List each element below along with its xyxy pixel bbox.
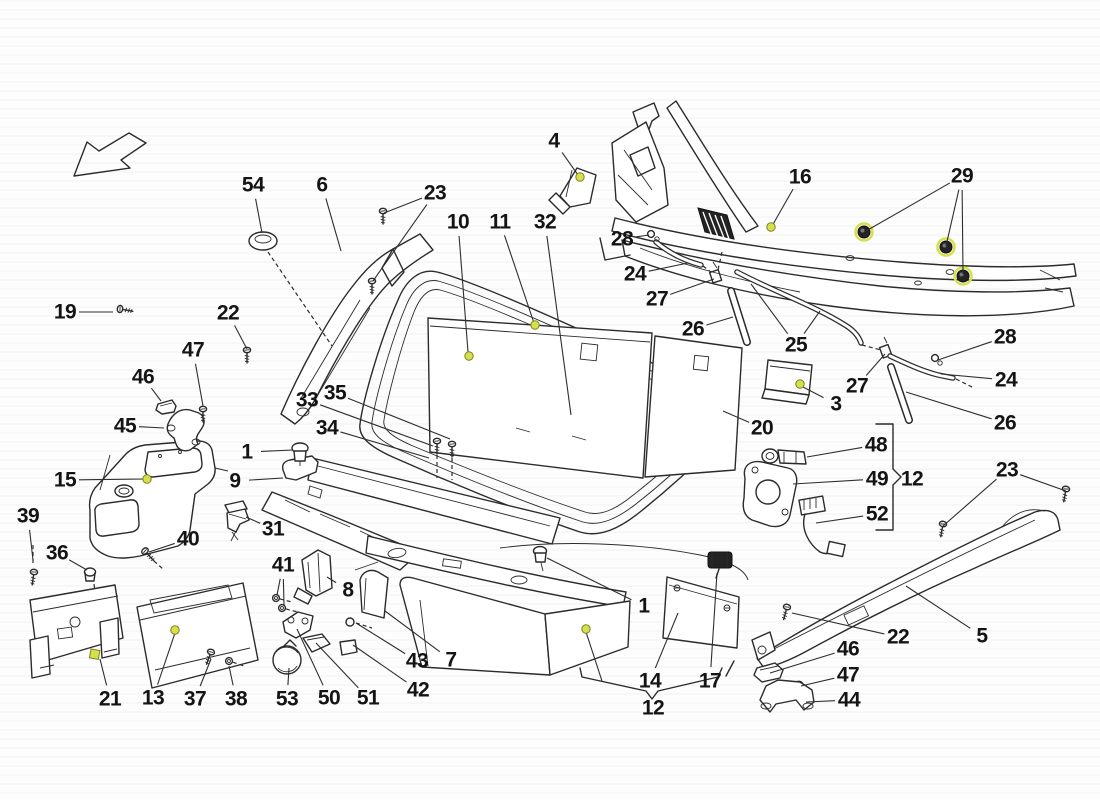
- callout-10[interactable]: 10: [446, 210, 470, 234]
- callout-21[interactable]: 21: [98, 687, 122, 711]
- callout-38[interactable]: 38: [224, 687, 248, 711]
- callout-46[interactable]: 46: [836, 637, 860, 661]
- grommet-part54: [249, 232, 277, 250]
- sill-trim-part5: [752, 485, 1071, 668]
- side-panel-part13: [137, 583, 258, 688]
- callout-1[interactable]: 1: [638, 594, 650, 618]
- callout-27[interactable]: 27: [645, 287, 669, 311]
- callout-50[interactable]: 50: [317, 686, 341, 710]
- callout-29[interactable]: 29: [950, 164, 974, 188]
- callout-49[interactable]: 49: [865, 467, 889, 491]
- lock-cylinder-part48: [762, 449, 806, 464]
- callout-26[interactable]: 26: [993, 411, 1017, 435]
- callout-19[interactable]: 19: [53, 300, 77, 324]
- brackets-7-42-43: [340, 562, 388, 655]
- callout-31[interactable]: 31: [261, 517, 285, 541]
- callout-11[interactable]: 11: [489, 210, 511, 234]
- callout-54[interactable]: 54: [241, 173, 265, 197]
- callout-35[interactable]: 35: [323, 381, 347, 405]
- knob-part1: [534, 547, 547, 572]
- group-brace-12-bottom: [580, 661, 734, 699]
- highlight-dots: [89, 173, 804, 660]
- callout-34[interactable]: 34: [315, 416, 339, 440]
- hose-clamp-28-left: [648, 231, 660, 242]
- microswitch-part52: [799, 496, 845, 557]
- callout-3[interactable]: 3: [830, 392, 842, 416]
- callout-25[interactable]: 25: [784, 333, 808, 357]
- callout-45[interactable]: 45: [113, 414, 137, 438]
- callout-12[interactable]: 12: [900, 467, 924, 491]
- battery-tray-part21: [30, 585, 123, 678]
- direction-arrow-icon: [74, 133, 146, 176]
- callout-53[interactable]: 53: [275, 687, 299, 711]
- callout-8[interactable]: 8: [342, 578, 354, 602]
- nut-part36: [85, 568, 98, 606]
- left-fasteners: [27, 207, 388, 606]
- callout-40[interactable]: 40: [176, 527, 200, 551]
- callout-52[interactable]: 52: [865, 502, 889, 526]
- callout-23[interactable]: 23: [995, 458, 1019, 482]
- drain-valve-27-left: [710, 262, 722, 283]
- cowl-panel-part16: [600, 101, 1076, 316]
- callout-39[interactable]: 39: [16, 504, 40, 528]
- callout-41[interactable]: 41: [271, 553, 295, 577]
- cowl-vent-grille: [698, 208, 734, 239]
- callout-26[interactable]: 26: [681, 317, 705, 341]
- callout-13[interactable]: 13: [141, 686, 165, 710]
- callout-47[interactable]: 47: [181, 338, 205, 362]
- group-bracket-12-right: [876, 424, 901, 530]
- clip-part17: [708, 552, 732, 578]
- horn-part53: [273, 640, 301, 674]
- callout-22[interactable]: 22: [216, 301, 240, 325]
- callout-4[interactable]: 4: [548, 129, 560, 153]
- pillar-trim-part6: [249, 232, 433, 424]
- callout-14[interactable]: 14: [638, 669, 662, 693]
- callout-36[interactable]: 36: [45, 541, 69, 565]
- plate-part14: [663, 577, 739, 648]
- firewall-panel-10-11-32: [428, 318, 742, 480]
- callout-27[interactable]: 27: [845, 374, 869, 398]
- hose-clamp-28-right: [932, 355, 943, 366]
- callout-42[interactable]: 42: [406, 678, 430, 702]
- callout-46[interactable]: 46: [131, 365, 155, 389]
- plug-part1: [292, 443, 308, 466]
- leader-lines: [30, 152, 1066, 702]
- callout-48[interactable]: 48: [864, 433, 888, 457]
- callout-24[interactable]: 24: [994, 368, 1018, 392]
- bracket-45-46-47: [156, 400, 208, 451]
- callout-23[interactable]: 23: [423, 181, 447, 205]
- bracket-part8: [294, 550, 332, 604]
- callout-51[interactable]: 51: [356, 686, 380, 710]
- bracket-part4: [549, 168, 596, 214]
- plate-part3: [762, 360, 812, 404]
- callout-43[interactable]: 43: [405, 649, 429, 673]
- clip-part46-right: [754, 663, 783, 682]
- callout-7[interactable]: 7: [445, 648, 457, 672]
- callout-16[interactable]: 16: [788, 165, 812, 189]
- callout-20[interactable]: 20: [750, 416, 774, 440]
- callout-24[interactable]: 24: [623, 262, 647, 286]
- callout-47[interactable]: 47: [836, 663, 860, 687]
- callout-15[interactable]: 15: [53, 468, 77, 492]
- callout-6[interactable]: 6: [316, 173, 328, 197]
- callout-28[interactable]: 28: [610, 227, 634, 251]
- callout-28[interactable]: 28: [993, 325, 1017, 349]
- cover-part15: [90, 441, 228, 558]
- drain-hose-set: [648, 231, 974, 420]
- lock-bracket-part49: [743, 462, 796, 527]
- callout-37[interactable]: 37: [183, 687, 207, 711]
- callout-9[interactable]: 9: [229, 469, 241, 493]
- callout-33[interactable]: 33: [295, 388, 319, 412]
- callout-44[interactable]: 44: [837, 688, 861, 712]
- bracket-part50: [283, 612, 313, 638]
- callout-22[interactable]: 22: [886, 625, 910, 649]
- callout-32[interactable]: 32: [533, 210, 557, 234]
- callout-1[interactable]: 1: [241, 440, 253, 464]
- callout-5[interactable]: 5: [976, 624, 988, 648]
- callout-17[interactable]: 17: [698, 669, 722, 693]
- clip-part31: [225, 501, 249, 541]
- callout-12[interactable]: 12: [641, 696, 665, 720]
